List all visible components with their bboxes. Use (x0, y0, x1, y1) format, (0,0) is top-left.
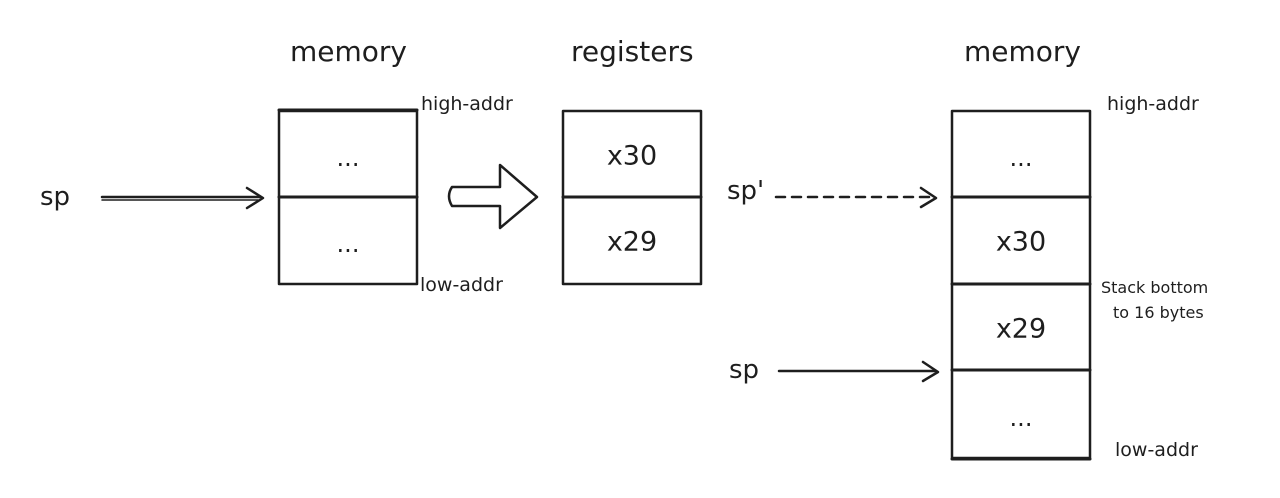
left-memory-cell-bottom: ... (336, 230, 360, 258)
block-arrow-right-icon (447, 163, 539, 230)
left-memory-block (277, 108, 419, 286)
right-low-addr-label: low-addr (1115, 439, 1198, 461)
new-sp-label: sp (729, 355, 760, 385)
left-low-addr-label: low-addr (420, 274, 503, 296)
right-memory-cell-x30: x30 (995, 226, 1047, 258)
right-memory-cell-4: ... (1009, 404, 1033, 432)
stack-note-line-1: Stack bottom (1101, 278, 1209, 297)
new-sp-arrow (777, 360, 940, 383)
register-cell-x29: x29 (606, 226, 658, 258)
left-memory-title: memory (290, 35, 407, 68)
left-sp-arrow (100, 186, 265, 210)
right-memory-cell-x29: x29 (995, 313, 1047, 345)
register-cell-x30: x30 (606, 140, 658, 172)
left-sp-label: sp (40, 182, 71, 212)
registers-block (561, 109, 703, 286)
right-memory-title: memory (964, 35, 1081, 68)
old-sp-label: sp' (727, 176, 765, 206)
left-memory-cell-top: ... (336, 144, 360, 172)
registers-title: registers (571, 35, 694, 68)
right-memory-block (950, 109, 1092, 461)
old-sp-dashed-arrow (774, 186, 938, 209)
right-high-addr-label: high-addr (1107, 93, 1199, 115)
stack-note-line-2: to 16 bytes (1113, 303, 1204, 322)
right-memory-cell-1: ... (1009, 144, 1033, 172)
left-high-addr-label: high-addr (421, 93, 513, 115)
